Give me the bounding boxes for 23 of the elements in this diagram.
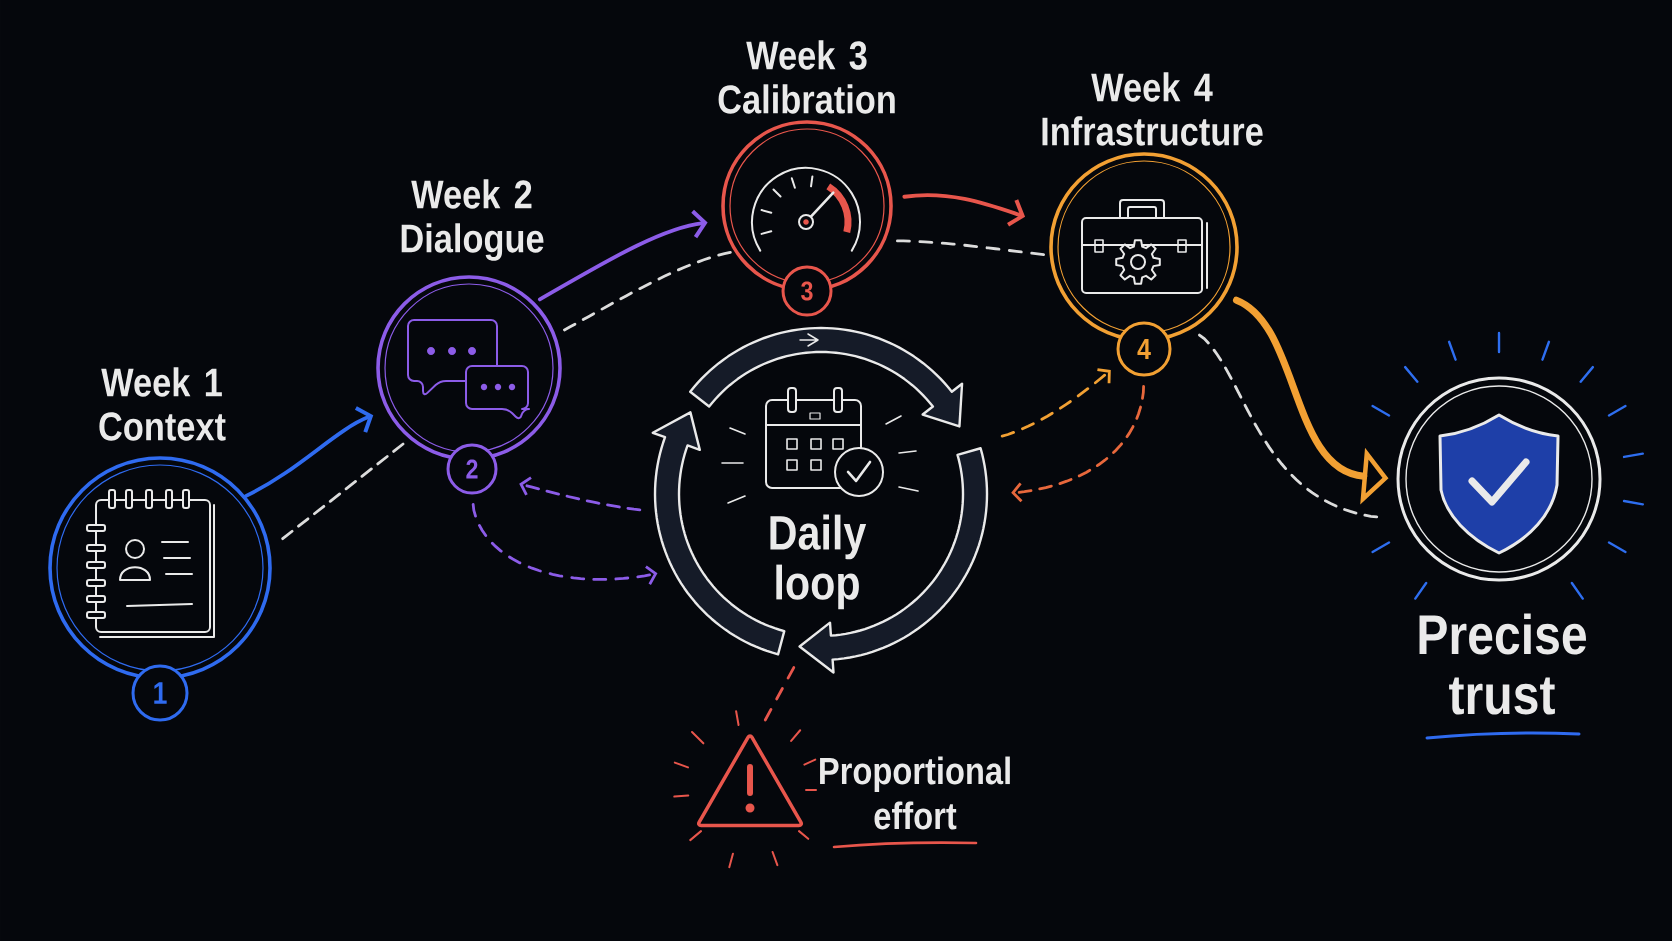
dashed-line bbox=[281, 442, 405, 541]
number-badge: 3 bbox=[781, 265, 833, 317]
dashed-line bbox=[896, 239, 1045, 256]
dashed-arrow bbox=[519, 476, 642, 512]
cycle-arrows: Daily loop bbox=[651, 326, 989, 674]
dashed-arrow bbox=[1011, 385, 1145, 503]
dashed-line bbox=[763, 666, 796, 723]
step-title: Week 3 Calibration bbox=[718, 40, 895, 114]
step-title: Week 1 Context bbox=[99, 367, 226, 441]
dashed-arrow bbox=[471, 503, 658, 585]
dashed-arrow bbox=[1000, 368, 1111, 438]
arrow bbox=[243, 406, 374, 498]
step-title: Week 2 Dialogue bbox=[401, 179, 544, 261]
warning-label: Proportional effort bbox=[820, 756, 1010, 830]
number-badge: 4 bbox=[1116, 321, 1172, 377]
number-badge: 1 bbox=[131, 664, 189, 722]
dashed-line bbox=[563, 250, 732, 332]
step-title: Week 4 Infrastructure bbox=[1042, 72, 1263, 146]
goal-title: Precise trust bbox=[1419, 613, 1587, 715]
arrow bbox=[902, 193, 1026, 227]
arrow bbox=[537, 209, 708, 302]
dashed-line bbox=[1198, 333, 1379, 519]
number-badge: 2 bbox=[446, 443, 498, 495]
